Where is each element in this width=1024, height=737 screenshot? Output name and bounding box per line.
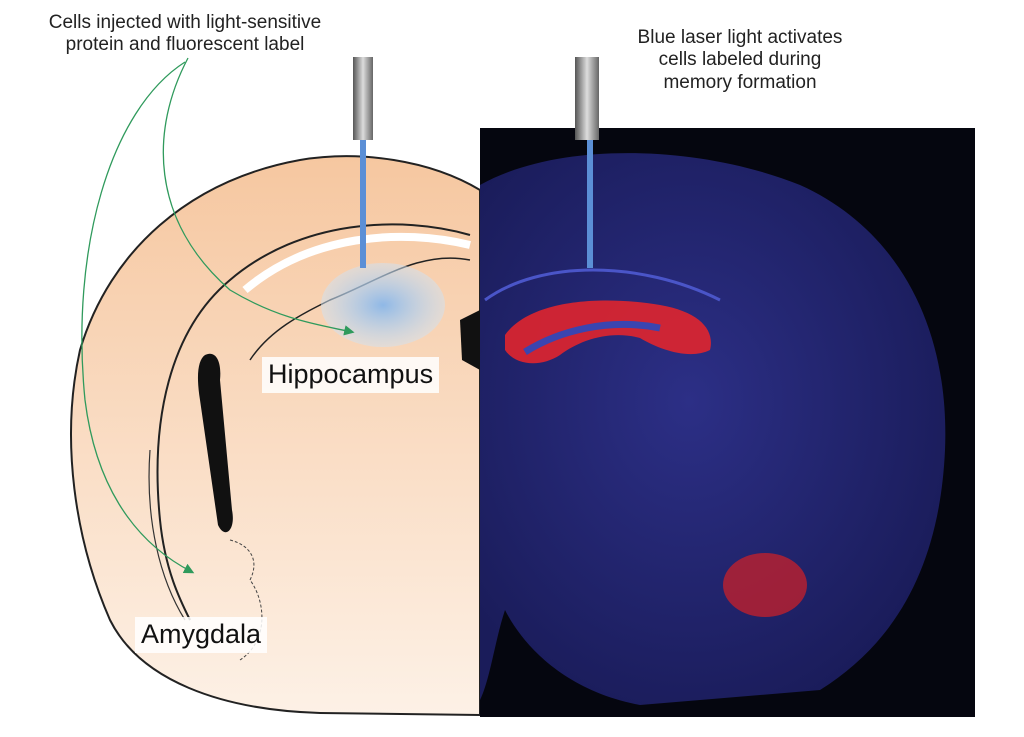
caption-line: Blue laser light activates	[637, 27, 843, 48]
arrow-to-hippocampus	[162, 57, 355, 336]
laser-caption: Blue laser light activates cells labeled…	[600, 27, 880, 94]
laser-cylinder-right	[575, 57, 599, 140]
caption-line: Cells injected with light-sensitive	[48, 12, 322, 33]
laser-beam-right	[587, 140, 593, 268]
hippocampus-fluorescence	[505, 300, 711, 364]
ventricle	[197, 353, 233, 533]
laser-cylinder-left	[353, 57, 373, 140]
laser-beam-left	[360, 140, 366, 268]
arrow-to-amygdala	[81, 61, 195, 574]
caption-line: memory formation	[663, 71, 817, 93]
caption-line: protein and fluorescent label	[65, 34, 305, 56]
amygdala-label: Amygdala	[135, 617, 268, 653]
injection-caption: Cells injected with light-sensitive prot…	[15, 12, 355, 57]
caption-line: cells labeled during	[658, 49, 822, 71]
light-glow	[321, 263, 445, 347]
brain-section-stained	[480, 153, 946, 705]
hippocampus-label: Hippocampus	[262, 357, 440, 393]
amygdala-fluorescence	[723, 553, 807, 617]
